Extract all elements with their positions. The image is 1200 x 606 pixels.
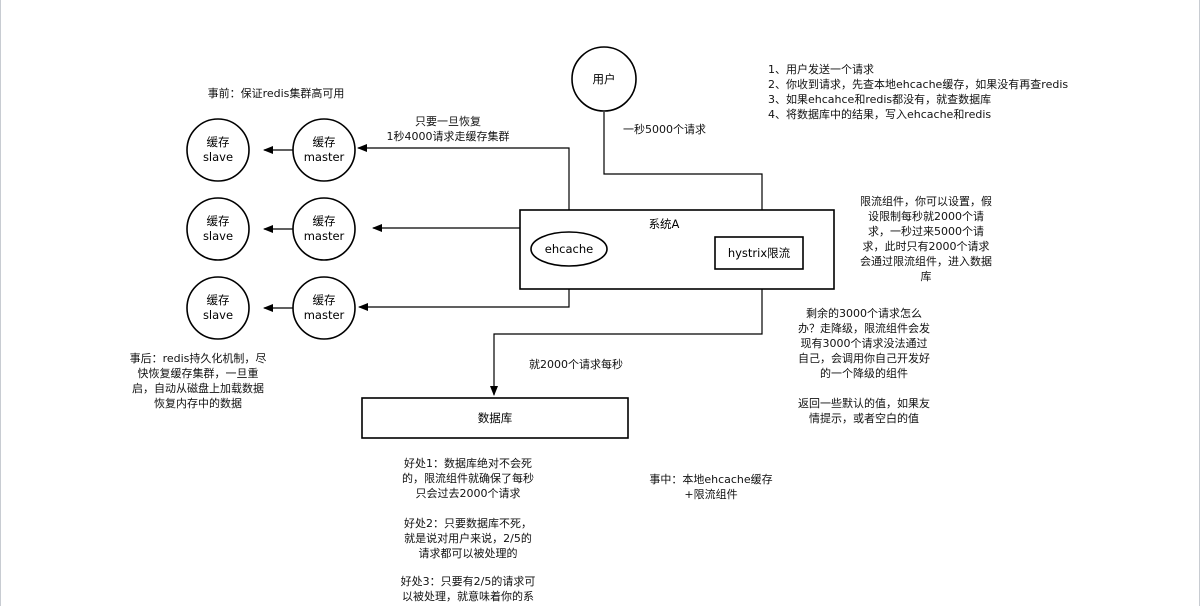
- note-benefit-1: 好处1：数据库绝对不会死 的，限流组件就确保了每秒 只会过去2000个请求: [402, 456, 534, 500]
- note-line: 返回一些默认的值，如果友: [798, 396, 930, 410]
- note-line: 设限制每秒就2000个请: [868, 209, 984, 223]
- cache-master-node: 缓存 master: [292, 197, 356, 261]
- slave-label-line1: 缓存: [207, 135, 230, 149]
- note-line: 只会过去2000个请求: [416, 487, 521, 500]
- cache-master-node: 缓存 master: [292, 276, 356, 340]
- note-line: 快恢复缓存集群，一旦重: [138, 366, 259, 380]
- note-line: 事中：本地ehcache缓存: [649, 472, 772, 486]
- slave-label-line2: slave: [203, 229, 233, 243]
- note-after: 事后：redis持久化机制，尽 快恢复缓存集群，一旦重 启，自动从磁盘上加载数据…: [130, 351, 267, 410]
- hystrix-node: hystrix限流: [714, 236, 804, 270]
- master-label-line2: master: [304, 150, 345, 164]
- note-line: 的一个降级的组件: [820, 366, 908, 380]
- note-line: 事后：redis持久化机制，尽: [130, 351, 267, 365]
- edge-label-recovery-line2: 1秒4000请求走缓存集群: [387, 129, 510, 143]
- note-line: 限流组件，你可以设置，假: [860, 194, 992, 208]
- master-label-line1: 缓存: [313, 293, 336, 307]
- note-line: 办？走降级，限流组件会发: [798, 321, 930, 335]
- note-during: 事中：本地ehcache缓存 +限流组件: [649, 472, 772, 501]
- note-line: 现有3000个请求没法通过: [801, 336, 928, 350]
- note-line: 求，此时只有2000个请求: [863, 239, 990, 253]
- user-label: 用户: [593, 72, 616, 86]
- cache-slave-node: 缓存 slave: [186, 197, 250, 261]
- note-before: 事前：保证redis集群高可用: [208, 86, 345, 100]
- slave-label-line2: slave: [203, 150, 233, 164]
- hystrix-label: hystrix限流: [728, 246, 791, 260]
- note-line: 好处2：只要数据库不死，: [404, 516, 532, 530]
- note-line: 请求都可以被处理的: [419, 546, 518, 560]
- ehcache-label: ehcache: [545, 242, 593, 256]
- slave-label-line2: slave: [203, 308, 233, 322]
- slave-label-line1: 缓存: [207, 214, 230, 228]
- master-label-line2: master: [304, 308, 345, 322]
- database-node: 数据库: [361, 397, 629, 439]
- note-line: 以被处理，就意味着你的系: [402, 589, 534, 603]
- note-line: 剩余的3000个请求怎么: [806, 306, 922, 320]
- note-step: 4、将数据库中的结果，写入ehcache和redis: [768, 107, 991, 121]
- edge-label-database-requests: 就2000个请求每秒: [529, 357, 623, 371]
- master-label-line2: master: [304, 229, 345, 243]
- note-line: 求，一秒过来5000个请: [868, 224, 984, 238]
- note-step: 2、你收到请求，先查本地ehcache缓存，如果没有再查redis: [768, 77, 1068, 91]
- database-label: 数据库: [478, 411, 513, 425]
- edge-label-recovery-line1: 只要一旦恢复: [415, 114, 481, 128]
- note-line: 的，限流组件就确保了每秒: [402, 471, 534, 485]
- note-line: 自己，会调用你自己开发好: [798, 351, 930, 365]
- note-steps: 1、用户发送一个请求 2、你收到请求，先查本地ehcache缓存，如果没有再查r…: [768, 62, 1068, 121]
- note-rate-limit: 限流组件，你可以设置，假 设限制每秒就2000个请 求，一秒过来5000个请 求…: [860, 194, 992, 283]
- note-remaining: 剩余的3000个请求怎么 办？走降级，限流组件会发 现有3000个请求没法通过 …: [798, 306, 930, 380]
- cache-slave-node: 缓存 slave: [186, 276, 250, 340]
- note-line: 恢复内存中的数据: [154, 396, 242, 410]
- note-line: 情提示，或者空白的值: [809, 411, 919, 425]
- note-step: 1、用户发送一个请求: [768, 62, 874, 76]
- ehcache-node: ehcache: [530, 231, 608, 267]
- system-a-label: 系统A: [649, 217, 680, 231]
- user-node: 用户: [571, 46, 637, 112]
- edge-ehcache-to-master-top: [357, 144, 570, 233]
- note-line: 好处1：数据库绝对不会死: [404, 456, 532, 470]
- cache-slave-node: 缓存 slave: [186, 118, 250, 182]
- edge-hystrix-to-database: [490, 272, 763, 396]
- note-line: 就是说对用户来说，2/5的: [404, 531, 532, 545]
- note-line: +限流组件: [684, 487, 737, 501]
- note-step: 3、如果ehcahce和redis都没有，就查数据库: [768, 92, 991, 106]
- master-label-line1: 缓存: [313, 135, 336, 149]
- slave-label-line1: 缓存: [207, 293, 230, 307]
- edge-label-user-requests: 一秒5000个请求: [623, 122, 706, 136]
- note-fallback: 返回一些默认的值，如果友 情提示，或者空白的值: [798, 396, 930, 425]
- edge-user-to-hystrix: [603, 112, 766, 234]
- cache-master-node: 缓存 master: [292, 118, 356, 182]
- note-benefit-3: 好处3：只要有2/5的请求可 以被处理，就意味着你的系: [401, 574, 536, 603]
- note-benefit-2: 好处2：只要数据库不死， 就是说对用户来说，2/5的 请求都可以被处理的: [404, 516, 532, 560]
- note-line: 库: [921, 270, 932, 283]
- note-line: 启，自动从磁盘上加载数据: [132, 381, 264, 395]
- master-label-line1: 缓存: [313, 214, 336, 228]
- note-line: 好处3：只要有2/5的请求可: [401, 574, 536, 588]
- note-line: 会通过限流组件，进入数据: [860, 254, 992, 268]
